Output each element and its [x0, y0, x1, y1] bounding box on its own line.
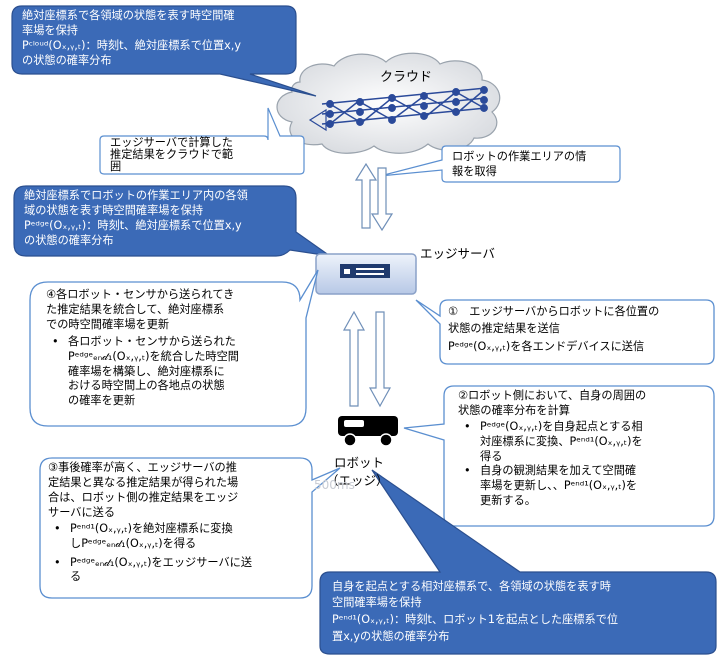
- step2-bullets: Pᵉᵈᵍᵉ(Oₓ,ᵧ,ₜ)を自身起点とする相 対座標系に変換、Pᵉⁿᵈ¹(Oₓ,…: [458, 420, 643, 509]
- cloud-callout-line-3: Pᶜˡᵒᵘᵈ(Oₓ,ᵧ,ₜ)：時刻t、絶対座標系で位置x,y: [22, 39, 241, 52]
- edge-to-cloud-bubble: [99, 107, 305, 175]
- cloud-to-edge-line-1: ロボットの作業エリアの情: [452, 150, 587, 163]
- cloud-to-edge-line-2: 報を取得: [452, 165, 497, 178]
- robot-callout-line-4: 置x,yの状態の確率分布: [332, 630, 450, 643]
- cloud-shape: [276, 52, 501, 154]
- edge-to-cloud-line-1: エッジサーバで計算した: [110, 136, 233, 149]
- step1-line-3: Pᵉᵈᵍᵉ(Oₓ,ᵧ,ₜ)を各エンドデバイスに送信: [448, 340, 645, 353]
- step4-bullet-1: 各ロボット・センサから送られた Pᵉᵈᵍᵉₑₙ𝒹₁(Oₓ,ᵧ,ₜ)を統合した時空…: [46, 335, 239, 409]
- step4-bullet-1-line-3: 確率場を構築し、絶対座標系に: [68, 364, 225, 378]
- cloud-callout-line-4: の状態の確率分布: [22, 54, 112, 67]
- watermark-text: 500ms: [314, 478, 355, 492]
- step1-bubble: [415, 299, 715, 365]
- step2-bullet-1-line-1: Pᵉᵈᵍᵉ(Oₓ,ᵧ,ₜ)を自身起点とする相: [480, 420, 643, 433]
- step2-bullet-2-line-2: 率場を更新し、、Pᵉⁿᵈ¹(Oₓ,ᵧ,ₜ)を: [480, 479, 638, 493]
- cloud-to-edge-bubble: [379, 145, 621, 183]
- step4-bullets: 各ロボット・センサから送られた Pᵉᵈᵍᵉₑₙ𝒹₁(Oₓ,ᵧ,ₜ)を統合した時空…: [46, 335, 239, 409]
- cloud-callout-line-2: 率場を保持: [22, 24, 78, 37]
- robot-label-line-2: （エッジ）: [326, 473, 389, 488]
- step4-bullet-1-line-2: Pᵉᵈᵍᵉₑₙ𝒹₁(Oₓ,ᵧ,ₜ)を統合した時空間: [68, 349, 239, 363]
- step3-bullet-2: Pᵉᵈᵍᵉₑₙ𝒹₁(Oₓ,ᵧ,ₜ)をエッジサーバに送 る: [48, 556, 252, 586]
- step3-bullets: Pᵉⁿᵈ¹(Oₓ,ᵧ,ₜ)を絶対座標系に変換 しPᵉᵈᵍᵉₑₙ𝒹₁(Oₓ,ᵧ,ₜ…: [48, 522, 252, 585]
- step4-bullet-1-line-5: の確率を更新: [68, 394, 136, 408]
- step3-title-3: 合は、ロボット側の推定結果をエッジ: [48, 491, 239, 504]
- step3-bullet-2-line-2: る: [70, 570, 82, 584]
- step2-title-1: ②ロボット側において、自身の周囲の: [458, 389, 647, 402]
- step4-bullet-1-line-1: 各ロボット・センサから送られた: [68, 335, 236, 348]
- step2-bullet-2-line-1: 自身の観測結果を加えて空間確: [480, 464, 637, 478]
- edge-to-cloud-line-2: 推定結果をクラウドで範: [110, 148, 234, 161]
- step4-title-3: での時空間確率場を更新: [46, 318, 170, 331]
- edge-server-label: エッジサーバ: [420, 246, 495, 261]
- edge-callout-line-3: Pᵉᵈᵍᵉ(Oₓ,ᵧ,ₜ)：時刻t、絶対座標系で位置x,y: [24, 219, 242, 232]
- step4-title-1: ④各ロボット・センサから送られてき: [46, 288, 235, 301]
- step2-bullet-2-line-3: 更新する。: [480, 493, 536, 507]
- edge-callout-line-4: の状態の確率分布: [24, 234, 114, 247]
- edge-to-cloud-line-3: 囲: [110, 160, 122, 173]
- edge-server-device: [315, 253, 417, 295]
- step4-title-2: た推定結果を統合して、絶対座標系: [46, 303, 225, 316]
- robot-callout-line-1: 自身を起点とする相対座標系で、各領域の状態を表す時: [332, 580, 611, 593]
- step3-bullet-1: Pᵉⁿᵈ¹(Oₓ,ᵧ,ₜ)を絶対座標系に変換 しPᵉᵈᵍᵉₑₙ𝒹₁(Oₓ,ᵧ,ₜ…: [48, 522, 252, 552]
- edge-callout-line-2: 域の状態を表す時空間確率場を保持: [24, 204, 204, 217]
- edge-callout-line-1: 絶対座標系でロボットの作業エリア内の各領: [24, 189, 248, 202]
- cloud-label: クラウド: [380, 70, 433, 85]
- robot-label-line-1: ロボット: [334, 455, 385, 470]
- cloud-edge-arrows: [354, 162, 394, 232]
- step3-title-2: 定結果と異なる推定結果が得られた場: [48, 476, 239, 489]
- step2-bullet-1: Pᵉᵈᵍᵉ(Oₓ,ᵧ,ₜ)を自身起点とする相 対座標系に変換、Pᵉⁿᵈ¹(Oₓ,…: [458, 420, 643, 464]
- step2-title-2: 状態の確率分布を計算: [458, 404, 570, 417]
- robot-callout-line-3: Pᵉⁿᵈ¹(Oₓ,ᵧ,ₜ)：時刻t、ロボット1を起点とした座標系で位: [332, 613, 619, 626]
- step2-bullet-2: 自身の観測結果を加えて空間確 率場を更新し、、Pᵉⁿᵈ¹(Oₓ,ᵧ,ₜ)を 更新…: [458, 464, 643, 508]
- step1-line-1: ① エッジサーバからロボットに各位置の: [448, 305, 660, 318]
- robot-callout-line-2: 空間確率場を保持: [332, 596, 422, 609]
- edge-server-callout-bubble: [13, 185, 331, 257]
- step3-title-4: サーバに送る: [48, 506, 116, 519]
- step3-title-1: ③事後確率が高く、エッジサーバの推: [48, 461, 237, 474]
- cloud-callout-line-1: 絶対座標系で各領域の状態を表す時空間確: [22, 9, 235, 22]
- step2-bullet-1-line-2: 対座標系に変換、Pᵉⁿᵈ¹(Oₓ,ᵧ,ₜ)を: [480, 434, 643, 448]
- step3-bullet-2-line-1: Pᵉᵈᵍᵉₑₙ𝒹₁(Oₓ,ᵧ,ₜ)をエッジサーバに送: [70, 555, 253, 569]
- cloud-callout-bubble: [11, 5, 317, 97]
- step4-bullet-1-line-4: おける時空間上の各地点の状態: [68, 379, 225, 393]
- robot-vehicle: [338, 416, 398, 447]
- edge-robot-arrows: [342, 310, 392, 408]
- robot-callout-bubble: [319, 469, 717, 655]
- step3-bullet-1-line-1: Pᵉⁿᵈ¹(Oₓ,ᵧ,ₜ)を絶対座標系に変換: [70, 522, 233, 535]
- step3-bullet-1-line-2: しPᵉᵈᵍᵉₑₙ𝒹₁(Oₓ,ᵧ,ₜ)を得る: [70, 536, 197, 550]
- step1-line-2: 状態の推定結果を送信: [448, 322, 560, 335]
- step2-bullet-1-line-3: 得る: [480, 449, 503, 463]
